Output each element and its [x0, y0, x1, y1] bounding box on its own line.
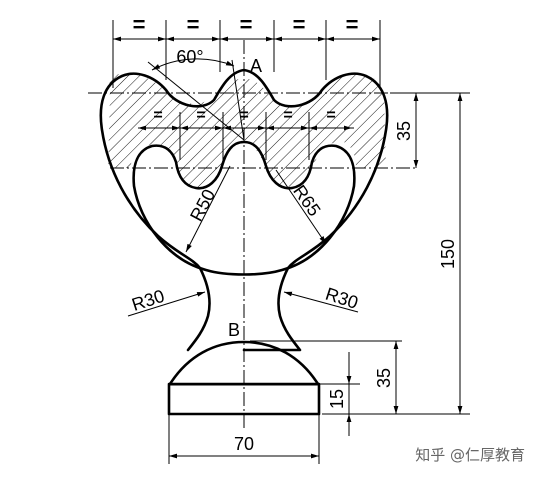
angle-label: 60° [176, 47, 203, 67]
r30-right-label: R30 [323, 284, 361, 313]
equal-mark: = [187, 12, 200, 37]
point-b-label: B [228, 320, 240, 340]
dim-35-base-label: 35 [374, 368, 394, 388]
dim-150-label: 150 [438, 239, 458, 269]
dimension-35-top: 35 [390, 92, 425, 168]
equal-mark: = [293, 12, 306, 37]
dim-15-label: 15 [327, 389, 347, 409]
equal-mark: = [346, 12, 359, 37]
inner-dimension-chain: = = = = = [138, 107, 354, 160]
watermark-text: 知乎 @仁厚教育 [415, 446, 525, 464]
outer-contour [99, 68, 389, 352]
base-plate [167, 382, 321, 416]
equal-mark: = [196, 107, 205, 124]
center-lines [88, 40, 415, 430]
dim-35-top-label: 35 [394, 121, 414, 141]
top-dimension-chain: = = = = = [112, 12, 381, 88]
point-a-label: A [250, 56, 262, 76]
equal-mark: = [239, 107, 248, 124]
equal-mark: = [240, 12, 253, 37]
radius-r30-right: R30 [283, 284, 361, 313]
base-dome [168, 340, 320, 386]
angle-dimension: 60° [147, 47, 245, 141]
r30-left-label: R30 [129, 286, 167, 315]
dimension-70: 70 [168, 414, 320, 464]
dim-70-label: 70 [234, 434, 254, 454]
equal-mark: = [283, 107, 292, 124]
part-outline [99, 68, 389, 416]
r50-label: R50 [186, 186, 219, 225]
dimension-35-base: 35 [250, 340, 402, 414]
dimension-15: 15 [320, 352, 360, 436]
equal-mark: = [326, 107, 335, 124]
radius-r30-left: R30 [127, 286, 206, 317]
hatched-section [108, 73, 386, 189]
inner-cavity [132, 140, 356, 276]
equal-mark: = [133, 12, 146, 37]
equal-mark: = [153, 107, 162, 124]
